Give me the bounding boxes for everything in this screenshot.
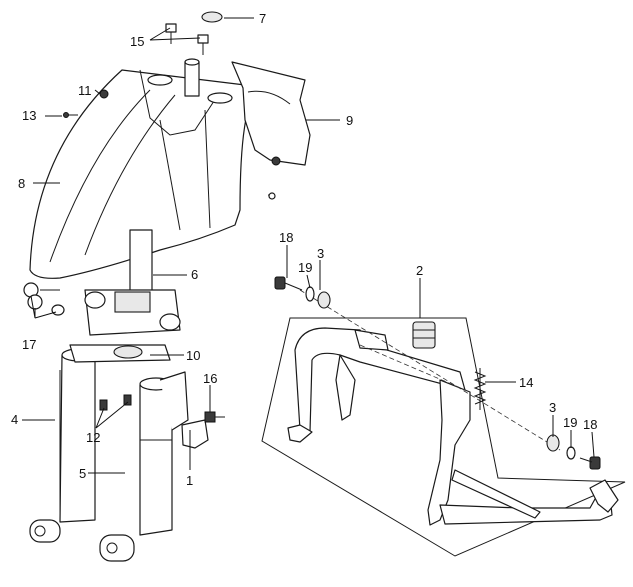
brake-bracket (181, 411, 225, 449)
top-fasteners (165, 11, 223, 55)
callout-18-right: 18 (583, 417, 597, 432)
stand-left-fasteners (274, 276, 331, 309)
callout-19-left: 19 (298, 260, 312, 275)
callout-13: 13 (22, 108, 36, 123)
callout-1: 1 (186, 473, 193, 488)
callout-10: 10 (186, 348, 200, 363)
bracket-boss (113, 345, 143, 359)
front-fender (29, 58, 249, 279)
callout-8: 8 (18, 176, 25, 191)
callout-18-left: 18 (279, 230, 293, 245)
callout-3-left: 3 (317, 246, 324, 261)
spring (473, 368, 487, 410)
callout-7: 7 (259, 11, 266, 26)
callout-9: 9 (346, 113, 353, 128)
steering-stem (84, 229, 181, 336)
mud-flap (231, 61, 311, 200)
callout-4: 4 (11, 412, 18, 427)
callout-17: 17 (22, 337, 36, 352)
callout-5: 5 (79, 466, 86, 481)
callout-11: 11 (78, 83, 92, 98)
center-stand-frame (261, 317, 626, 557)
fork-leg-right (99, 371, 189, 562)
callout-15: 15 (130, 34, 144, 49)
stand-right-fasteners (546, 434, 601, 470)
center-stand (287, 289, 619, 526)
bracket-bolts (99, 394, 132, 411)
callout-6: 6 (191, 267, 198, 282)
callout-12: 12 (86, 430, 100, 445)
fork-leg-left (29, 348, 96, 543)
callout-19-right: 19 (563, 415, 577, 430)
callout-3-right: 3 (549, 400, 556, 415)
callout-2: 2 (416, 263, 423, 278)
callout-16: 16 (203, 371, 217, 386)
callout-14: 14 (519, 375, 533, 390)
clamp-bolts (23, 282, 65, 316)
leader-lines (22, 17, 595, 474)
callout-labels: 7 15 11 13 9 8 18 3 19 2 6 17 10 16 14 4… (11, 11, 597, 488)
